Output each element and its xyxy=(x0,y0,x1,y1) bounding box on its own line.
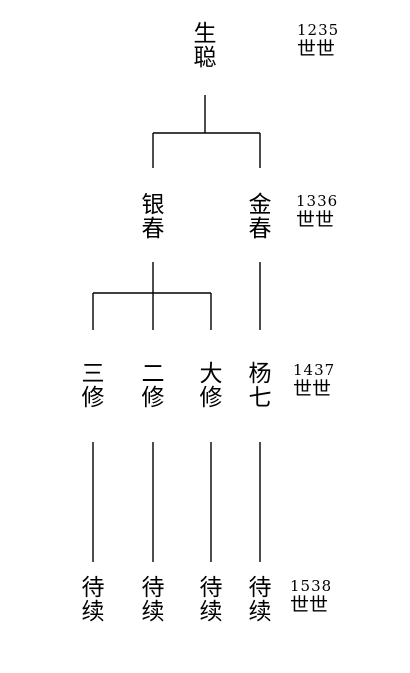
node-erxiu: 二 修 xyxy=(138,362,168,410)
node-char: 待 xyxy=(141,575,165,601)
node-char: 修 xyxy=(199,385,223,411)
node-char: 续 xyxy=(199,599,223,625)
node-char: 银 xyxy=(141,192,165,218)
node-char: 杨 xyxy=(248,361,272,387)
node-char: 春 xyxy=(248,216,272,242)
node-daixu-4: 待 续 xyxy=(245,576,275,624)
node-char: 续 xyxy=(81,599,105,625)
node-char: 待 xyxy=(81,575,105,601)
generation-shi: 世世 xyxy=(297,38,336,60)
node-yinchun: 银 春 xyxy=(138,193,168,241)
node-char: 三 xyxy=(81,361,105,387)
node-jinchun: 金 春 xyxy=(245,193,275,241)
node-char: 二 xyxy=(141,361,165,387)
generation-shi: 世世 xyxy=(296,209,335,231)
node-char: 生 xyxy=(193,21,217,47)
node-daixu-2: 待 续 xyxy=(138,576,168,624)
generation-number: 1336 xyxy=(296,192,339,210)
generation-number: 1538 xyxy=(290,577,333,595)
generation-label: 1336 世世 xyxy=(296,193,338,231)
node-char: 修 xyxy=(81,385,105,411)
node-sanxiu: 三 修 xyxy=(78,362,108,410)
node-char: 春 xyxy=(141,216,165,242)
node-char: 续 xyxy=(248,599,272,625)
node-shengcong: 生 聪 xyxy=(190,22,220,70)
generation-number: 1437 xyxy=(293,361,336,379)
node-char: 七 xyxy=(248,385,272,411)
node-yangqi: 杨 七 xyxy=(245,362,275,410)
node-char: 大 xyxy=(199,361,223,387)
node-daixu-3: 待 续 xyxy=(196,576,226,624)
node-char: 修 xyxy=(141,385,165,411)
node-daxiu: 大 修 xyxy=(196,362,226,410)
node-daixu-1: 待 续 xyxy=(78,576,108,624)
generation-label: 1538 世世 xyxy=(290,578,332,616)
node-char: 续 xyxy=(141,599,165,625)
generation-shi: 世世 xyxy=(293,378,332,400)
generation-label: 1235 世世 xyxy=(297,22,339,60)
node-char: 待 xyxy=(199,575,223,601)
node-char: 聪 xyxy=(193,45,217,71)
generation-number: 1235 xyxy=(297,21,340,39)
node-char: 待 xyxy=(248,575,272,601)
node-char: 金 xyxy=(248,192,272,218)
generation-shi: 世世 xyxy=(290,594,329,616)
generation-label: 1437 世世 xyxy=(293,362,335,400)
